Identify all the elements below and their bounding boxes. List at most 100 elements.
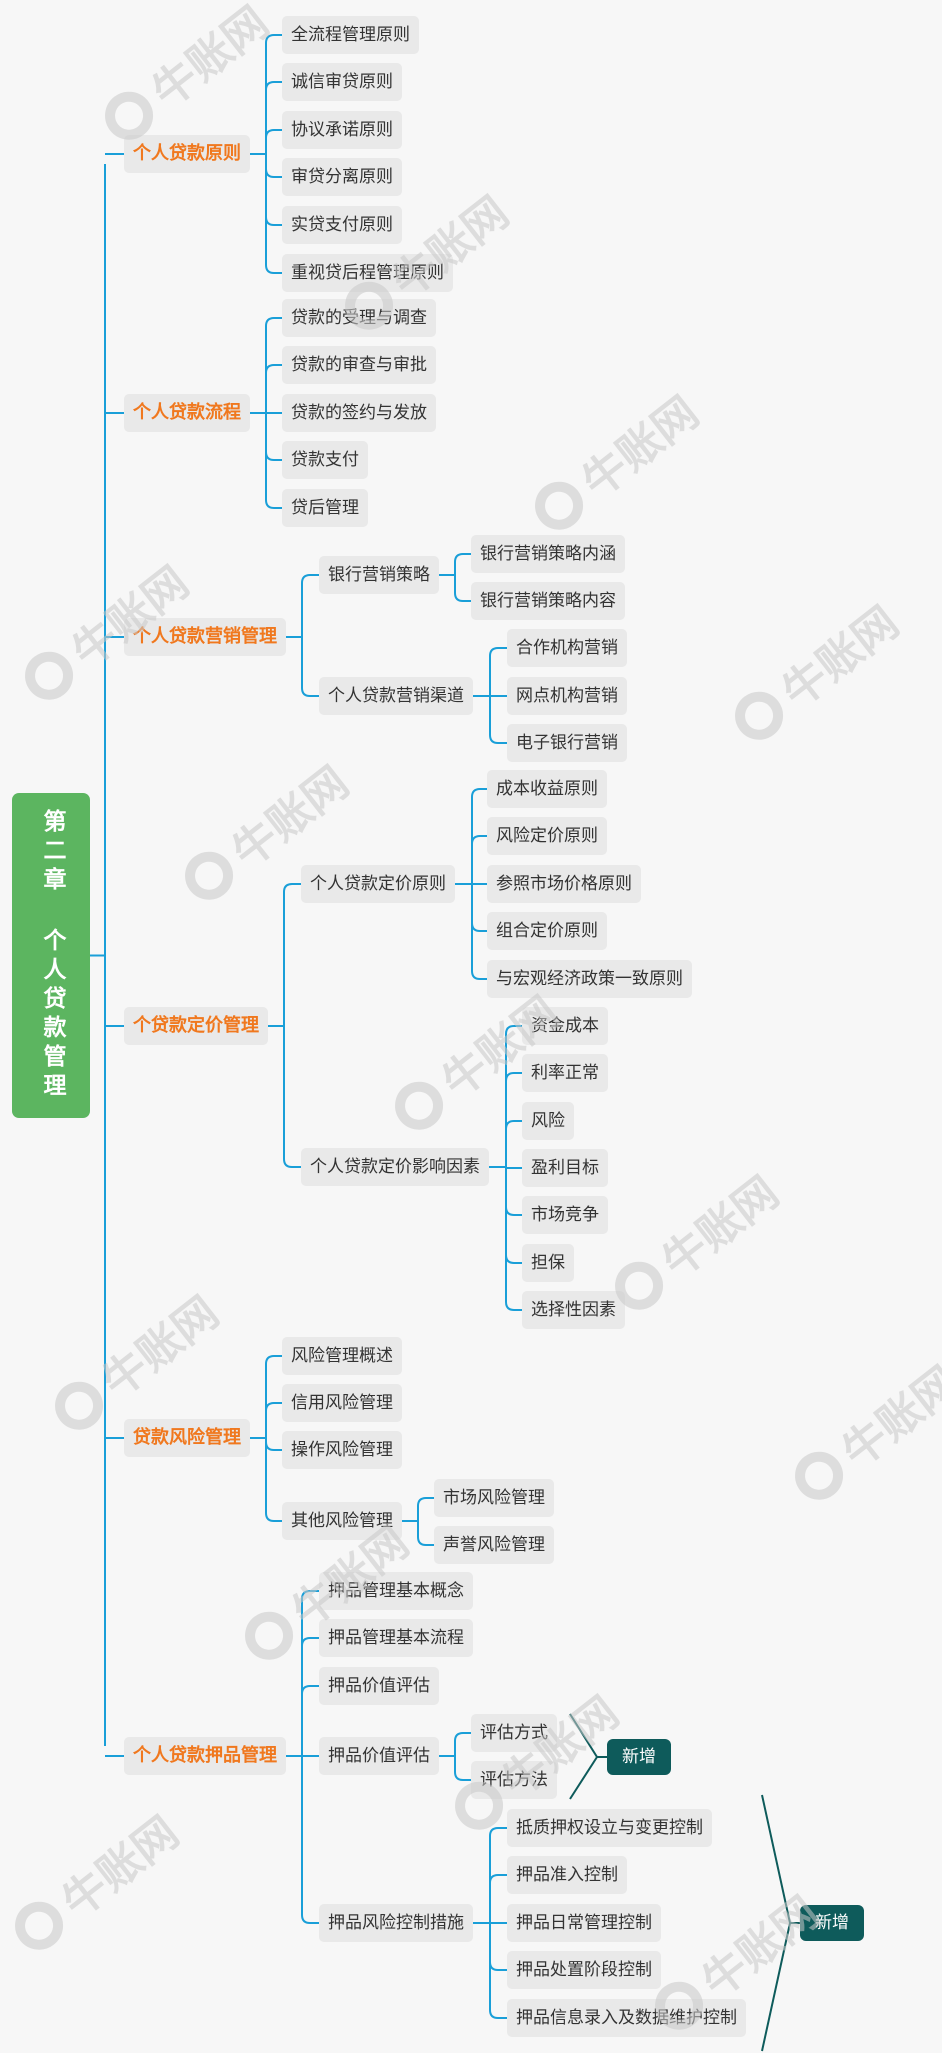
node-label: 其他风险管理 <box>291 1511 393 1531</box>
node-label: 押品价值评估 <box>328 1746 430 1766</box>
node-pricing-p1: 成本收益原则 <box>487 770 607 808</box>
connector-line <box>265 129 282 139</box>
node-marketing-strategy: 银行营销策略 <box>319 556 439 594</box>
node-label: 成本收益原则 <box>496 779 598 799</box>
branch-collateral: 个人贷款押品管理 <box>124 1737 286 1775</box>
connector-line <box>265 364 282 374</box>
branch-marketing: 个人贷款营销管理 <box>124 618 286 656</box>
connector-line <box>265 451 282 461</box>
node-pricing-principles: 个人贷款定价原则 <box>301 865 455 903</box>
node-principle-6: 重视贷后程管理原则 <box>282 254 453 292</box>
node-label: 风险管理概述 <box>291 1346 393 1366</box>
node-label: 操作风险管理 <box>291 1440 393 1460</box>
branch-risk: 贷款风险管理 <box>124 1419 250 1457</box>
new-badge: 新增 <box>607 1739 671 1775</box>
node-factor-5: 市场竞争 <box>522 1196 608 1234</box>
connector-line <box>489 1874 507 1884</box>
connector-line <box>505 1120 522 1130</box>
node-label: 选择性因素 <box>531 1300 616 1320</box>
node-risk-market: 市场风险管理 <box>434 1479 554 1517</box>
node-label: 风险定价原则 <box>496 826 598 846</box>
node-strategy-content: 银行营销策略内容 <box>471 582 625 620</box>
node-label: 盈利目标 <box>531 1158 599 1178</box>
node-label: 押品处置阶段控制 <box>516 1960 652 1980</box>
node-label: 实贷支付原则 <box>291 215 393 235</box>
node-label: 信用风险管理 <box>291 1393 393 1413</box>
node-principle-1: 全流程管理原则 <box>282 16 419 54</box>
connector-line <box>265 499 282 509</box>
node-label: 押品信息录入及数据维护控制 <box>516 2008 737 2028</box>
connector-line <box>489 1961 507 1971</box>
node-control-3: 押品日常管理控制 <box>507 1904 661 1942</box>
node-strategy-meaning: 银行营销策略内涵 <box>471 535 625 573</box>
connector-line <box>283 883 301 893</box>
connector-line <box>417 1497 434 1507</box>
node-marketing-channel: 个人贷款营销渠道 <box>319 677 473 715</box>
node-label: 全流程管理原则 <box>291 25 410 45</box>
node-label: 合作机构营销 <box>516 638 618 658</box>
connector-line <box>471 970 487 980</box>
branch-label: 个人贷款原则 <box>133 143 241 164</box>
node-risk-3: 操作风险管理 <box>282 1431 402 1469</box>
connector-line <box>489 2009 507 2019</box>
node-label: 网点机构营销 <box>516 686 618 706</box>
node-channel-partner: 合作机构营销 <box>507 629 627 667</box>
node-label: 抵质押权设立与变更控制 <box>516 1818 703 1838</box>
node-pricing-factors: 个人贷款定价影响因素 <box>301 1148 489 1186</box>
connector-line <box>505 1072 522 1082</box>
node-label: 与宏观经济政策一致原则 <box>496 969 683 989</box>
node-label: 电子银行营销 <box>516 733 618 753</box>
connector-line <box>301 574 319 584</box>
connector-line <box>265 168 282 178</box>
connector-line <box>569 1713 599 1800</box>
connector-line <box>265 317 282 327</box>
node-collateral-3: 押品价值评估 <box>319 1667 439 1705</box>
node-channel-branch: 网点机构营销 <box>507 677 627 715</box>
node-factor-1: 资金成本 <box>522 1007 608 1045</box>
node-process-4: 贷款支付 <box>282 441 368 479</box>
node-factor-2: 利率正常 <box>522 1054 608 1092</box>
node-pricing-p4: 组合定价原则 <box>487 912 607 950</box>
connector-line <box>301 1637 319 1647</box>
connector-line <box>505 1025 522 1035</box>
node-risk-other: 其他风险管理 <box>282 1502 402 1540</box>
connector-line <box>265 216 282 226</box>
connector-line <box>471 788 487 798</box>
branch-label: 个人贷款营销管理 <box>133 626 277 647</box>
node-label: 贷款的受理与调查 <box>291 308 427 328</box>
connector-line <box>761 1794 792 2052</box>
connector-line <box>489 734 507 744</box>
node-process-3: 贷款的签约与发放 <box>282 394 436 432</box>
node-label: 贷后管理 <box>291 498 359 518</box>
node-risk-1: 风险管理概述 <box>282 1337 402 1375</box>
connector-line <box>489 647 507 657</box>
node-label: 押品风险控制措施 <box>328 1913 464 1933</box>
node-label: 押品管理基本流程 <box>328 1628 464 1648</box>
node-pricing-p5: 与宏观经济政策一致原则 <box>487 960 692 998</box>
connector-line <box>301 1590 319 1600</box>
node-risk-2: 信用风险管理 <box>282 1384 402 1422</box>
node-label: 组合定价原则 <box>496 921 598 941</box>
node-label: 评估方法 <box>480 1770 548 1790</box>
node-principle-3: 协议承诺原则 <box>282 111 402 149</box>
connector-line <box>301 1914 319 1924</box>
node-collateral-risk: 押品风险控制措施 <box>319 1904 473 1942</box>
connector-line <box>417 1536 434 1546</box>
node-label: 押品准入控制 <box>516 1865 618 1885</box>
branch-label: 个人贷款流程 <box>133 402 241 423</box>
connector-line <box>489 1827 507 1837</box>
node-label: 诚信审贷原则 <box>291 72 393 92</box>
node-collateral-1: 押品管理基本概念 <box>319 1572 473 1610</box>
node-label: 银行营销策略内容 <box>480 591 616 611</box>
node-factor-7: 选择性因素 <box>522 1291 625 1329</box>
branch-label: 贷款风险管理 <box>133 1427 241 1448</box>
node-control-1: 抵质押权设立与变更控制 <box>507 1809 712 1847</box>
connector-line <box>454 553 471 563</box>
node-label: 个人贷款定价影响因素 <box>310 1157 480 1177</box>
connector-line <box>301 1685 319 1695</box>
connector-line <box>301 687 319 697</box>
branch-principles: 个人贷款原则 <box>124 135 250 173</box>
node-factor-4: 盈利目标 <box>522 1149 608 1187</box>
connector-line <box>471 835 487 845</box>
